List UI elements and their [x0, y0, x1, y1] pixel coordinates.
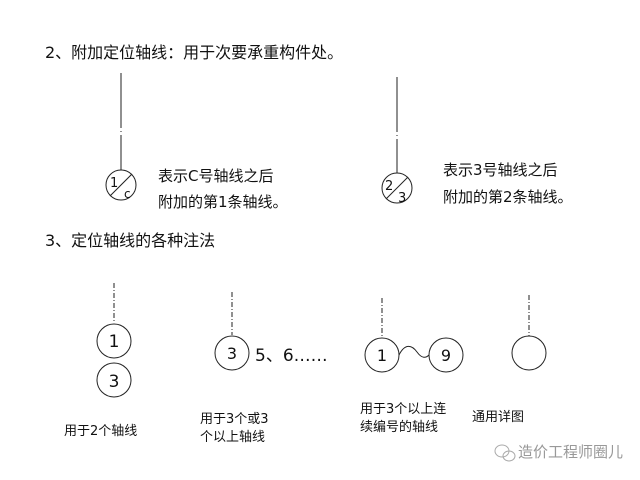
- case2-label-2: 个以上轴线: [200, 430, 266, 445]
- axis-number: 1: [109, 332, 120, 352]
- divider: [109, 173, 133, 197]
- axis-suffix: 5、6……: [255, 346, 328, 366]
- axis-circle: [214, 335, 250, 371]
- numerator: 1: [110, 176, 118, 191]
- axis-number: 9: [441, 346, 451, 365]
- axis-circle-23: [381, 172, 413, 204]
- example2-line1: 表示3号轴线之后: [443, 161, 558, 179]
- example2-line2: 附加的第2条轴线。: [443, 188, 573, 206]
- axis-number: 1: [377, 346, 387, 365]
- denominator: 3: [398, 191, 406, 206]
- watermark: 造价工程师圈儿: [518, 443, 624, 461]
- case4-label: 通用详图: [472, 410, 525, 425]
- axis-circle: [96, 323, 132, 359]
- case3-label-1: 用于3个以上连: [360, 402, 447, 417]
- axis-number: 3: [109, 372, 120, 392]
- divider: [385, 176, 409, 200]
- case2-label-1: 用于3个或3: [200, 412, 269, 427]
- denominator: c: [124, 187, 131, 201]
- section3-heading: 3、定位轴线的各种注法: [45, 231, 216, 250]
- wechat-icon: [494, 444, 516, 462]
- section2-heading: 2、附加定位轴线：用于次要承重构件处。: [45, 43, 344, 62]
- example1-line1: 表示C号轴线之后: [158, 167, 274, 185]
- case3-label-2: 续编号的轴线: [360, 420, 439, 435]
- case1-label: 用于2个轴线: [64, 424, 138, 439]
- detail-circle: [511, 335, 547, 371]
- axis-number: 3: [227, 344, 237, 363]
- axis-circle-1c: [105, 169, 137, 201]
- wave-connector: [398, 345, 430, 358]
- example1-line2: 附加的第1条轴线。: [158, 193, 288, 211]
- numerator: 2: [385, 179, 393, 194]
- axis-circle: [96, 362, 132, 398]
